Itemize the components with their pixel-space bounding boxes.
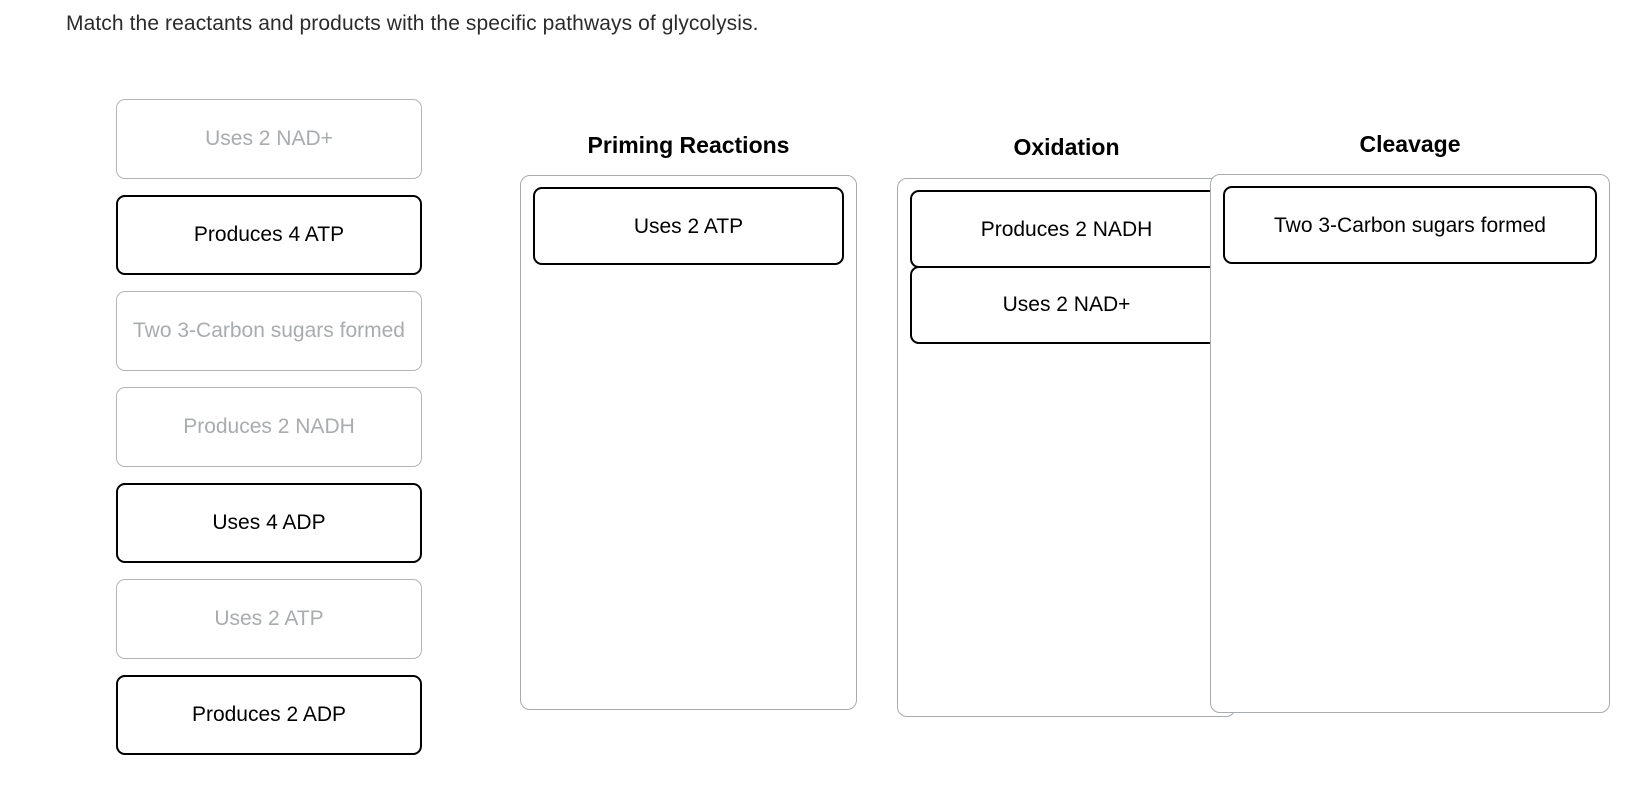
placed-item[interactable]: Uses 2 NAD+ (910, 265, 1223, 344)
source-item[interactable]: Produces 2 NADH (116, 387, 422, 467)
placed-item[interactable]: Two 3-Carbon sugars formed (1223, 186, 1597, 264)
source-item[interactable]: Uses 4 ADP (116, 483, 422, 563)
dropzone-oxidation[interactable]: Produces 2 NADH Uses 2 NAD+ (897, 178, 1236, 717)
source-item[interactable]: Two 3-Carbon sugars formed (116, 291, 422, 371)
source-item[interactable]: Uses 2 ATP (116, 579, 422, 659)
category-title: Priming Reactions (587, 132, 790, 158)
source-item[interactable]: Produces 4 ATP (116, 195, 422, 275)
source-item[interactable]: Produces 2 ADP (116, 675, 422, 755)
category-title: Cleavage (1359, 131, 1461, 157)
placed-item[interactable]: Uses 2 ATP (533, 187, 844, 265)
dropzone-priming-reactions[interactable]: Uses 2 ATP (520, 175, 857, 710)
source-bank: Uses 2 NAD+ Produces 4 ATP Two 3-Carbon … (116, 99, 422, 771)
instruction-text: Match the reactants and products with th… (66, 12, 759, 35)
dropzone-cleavage[interactable]: Two 3-Carbon sugars formed (1210, 174, 1610, 713)
category-title: Oxidation (1013, 134, 1120, 160)
placed-item[interactable]: Produces 2 NADH (910, 190, 1223, 268)
source-item[interactable]: Uses 2 NAD+ (116, 99, 422, 179)
